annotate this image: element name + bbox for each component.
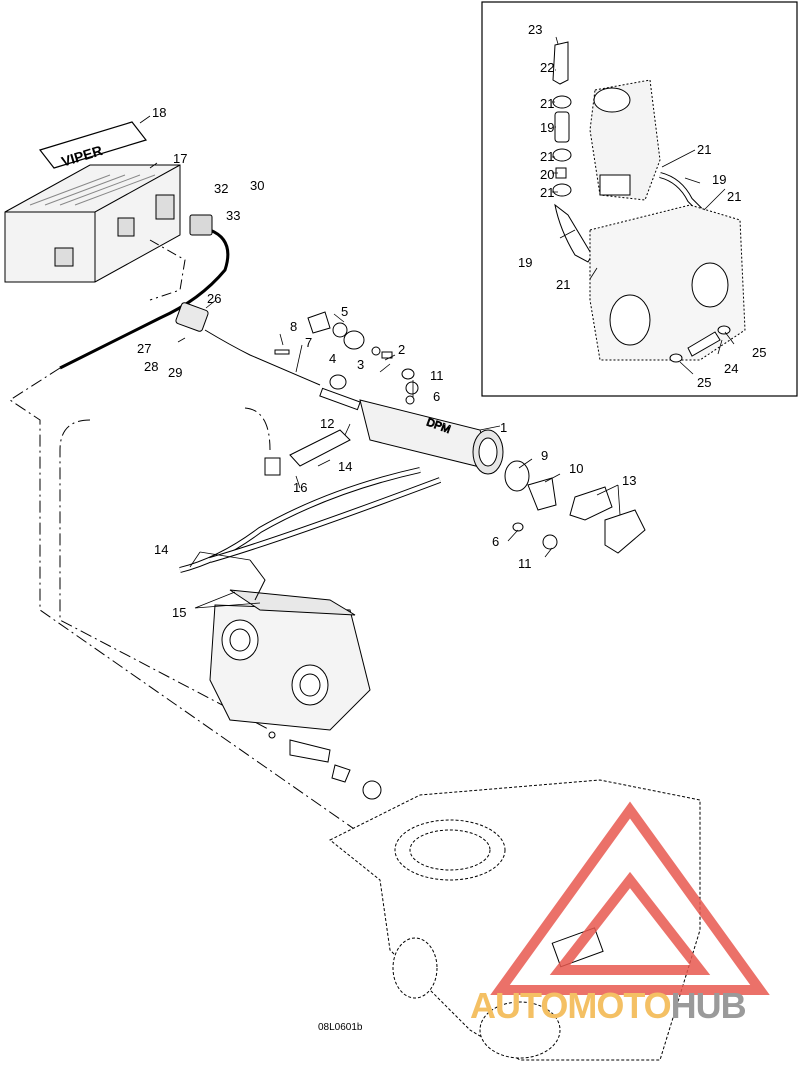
callout-11-bottom: 11	[518, 556, 532, 571]
electronic-module	[4, 164, 181, 283]
callout-21-b: 21	[540, 149, 555, 164]
callout-30: 30	[250, 178, 265, 193]
watermark-text: AUTOMOTOHUB	[470, 985, 747, 1027]
callout-26: 26	[207, 291, 222, 306]
dashed-route-long	[9, 367, 371, 841]
callout-22: 22	[540, 60, 555, 75]
callout-12: 12	[320, 416, 335, 431]
callout-4: 4	[329, 351, 337, 366]
inset-frame	[481, 1, 798, 397]
callout-24: 24	[724, 361, 739, 376]
dashed-route-2	[59, 407, 271, 731]
dashed-route	[149, 239, 186, 301]
callout-10: 10	[569, 461, 584, 476]
callout-14-bottom: 14	[154, 542, 169, 557]
callout-19-right: 19	[712, 172, 727, 187]
sensor-parts	[268, 731, 382, 800]
throttle-body	[209, 559, 371, 731]
callout-19-top: 19	[540, 120, 555, 135]
callout-14-top: 14	[338, 459, 353, 474]
callout-21-d: 21	[697, 142, 712, 157]
callout-28: 28	[144, 359, 159, 374]
callout-5: 5	[341, 304, 349, 319]
wire-harness	[59, 228, 230, 370]
callout-8: 8	[290, 319, 298, 334]
watermark-logo	[490, 801, 770, 995]
callout-9: 9	[541, 448, 549, 463]
small-parts	[274, 311, 646, 554]
callout-15: 15	[172, 605, 187, 620]
connector	[175, 214, 322, 389]
watermark-part1: AUTOMOTO	[470, 985, 672, 1026]
watermark-part2: HUB	[670, 985, 747, 1026]
callout-21-c: 21	[540, 185, 555, 200]
callout-7: 7	[305, 335, 313, 350]
callout-20: 20	[540, 167, 555, 182]
callout-21-e: 21	[727, 189, 742, 204]
callout-2: 2	[398, 342, 406, 357]
callout-21-a: 21	[540, 96, 555, 111]
fuel-manifold: DPM	[359, 381, 504, 475]
callout-25-right: 25	[752, 345, 767, 360]
decal: VIPER	[38, 121, 148, 170]
callout-27: 27	[137, 341, 152, 356]
callout-32: 32	[214, 181, 229, 196]
leader-lines	[139, 36, 735, 609]
callout-16: 16	[293, 480, 308, 495]
callout-17: 17	[173, 151, 188, 166]
callout-11-top: 11	[430, 368, 444, 383]
callout-21-f: 21	[556, 277, 571, 292]
inset-parts	[552, 41, 746, 363]
callout-29: 29	[168, 365, 183, 380]
callout-18: 18	[152, 105, 167, 120]
callout-23: 23	[528, 22, 543, 37]
hoses	[179, 429, 442, 573]
callout-6-top: 6	[433, 389, 441, 404]
callout-25-bottom: 25	[697, 375, 712, 390]
callout-3: 3	[357, 357, 365, 372]
callout-1: 1	[500, 420, 508, 435]
callout-13: 13	[622, 473, 637, 488]
callout-19-left: 19	[518, 255, 533, 270]
drawing-code: 08L0601b	[318, 1022, 363, 1033]
callout-33: 33	[226, 208, 241, 223]
callout-6-bottom: 6	[492, 534, 500, 549]
